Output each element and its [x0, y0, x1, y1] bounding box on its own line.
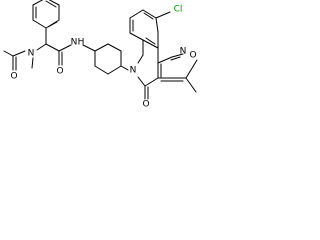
cyclohexane-bond-4 [107, 65, 122, 75]
cyclohexane-ring [94, 43, 129, 75]
benzo-double-3 [145, 37, 156, 45]
acetyl-n-methyl-group [3, 43, 47, 71]
isoxazole-bond-o-c3 [185, 59, 198, 79]
bond-benzo-cl [155, 11, 171, 19]
isoxazole-bond-c-n-double [170, 56, 181, 61]
cyclohexane-bond-5 [94, 65, 109, 75]
benzo-bond-3 [129, 9, 144, 19]
benzo-bond-5 [155, 17, 159, 33]
bond-n-methyl [31, 57, 34, 69]
atom-n-ring: N [130, 66, 137, 76]
bond-acetyl-cn [12, 50, 26, 57]
amide-linkage [45, 43, 96, 66]
chemical-structure: N O O N H N O O N Cl [3, 0, 198, 109]
benzo-ring [129, 9, 171, 49]
atom-o-isoxazole: O [189, 51, 196, 61]
atom-n-isoxazole: N [180, 47, 187, 57]
cyclohexane-bond-2 [107, 43, 122, 52]
atom-o-acetyl: O [10, 72, 17, 82]
bond-n-calpha [36, 43, 47, 51]
atom-n-amide: N [71, 38, 78, 48]
quinolinone-core [137, 39, 162, 100]
isoxazole-bond-c9b-c [157, 56, 173, 64]
isoxazole-bond-c-n [171, 53, 184, 58]
bond-n-c4a [137, 54, 144, 64]
bond-carbonyl-c3a [144, 77, 159, 87]
atom-n-acetyl: N [28, 49, 35, 59]
phenyl-bond-3 [32, 0, 44, 6]
atom-o-lactam: O [142, 100, 149, 109]
benzo-bond-1 [129, 32, 144, 41]
cyclohexane-bond-1 [94, 43, 109, 52]
phenyl-bond-6 [48, 0, 60, 6]
bond-c9a-c4a [142, 39, 159, 49]
bond-cyclohexyl-n [120, 65, 129, 71]
bond-nh-cyclohexyl [82, 44, 96, 52]
phenyl-ring [32, 0, 60, 45]
phenyl-double-3 [47, 21, 58, 28]
phenyl-double-2 [45, 0, 57, 8]
bond-acetyl-ch3 [3, 50, 14, 57]
atom-o-amide: O [56, 67, 63, 77]
bond-calpha-carbonyl [45, 43, 60, 52]
benzo-double-2 [143, 12, 154, 20]
phenyl-bond-1 [32, 19, 47, 29]
benzo-bond-4 [142, 9, 157, 19]
isoxazole-ring [157, 53, 198, 93]
atom-h-amide: H [78, 38, 85, 48]
bond-carbonyl-nh [58, 44, 72, 52]
bond-c3-methyl [185, 77, 197, 93]
bond-n-carbonyl [137, 76, 146, 87]
atom-cl: Cl [174, 5, 183, 15]
